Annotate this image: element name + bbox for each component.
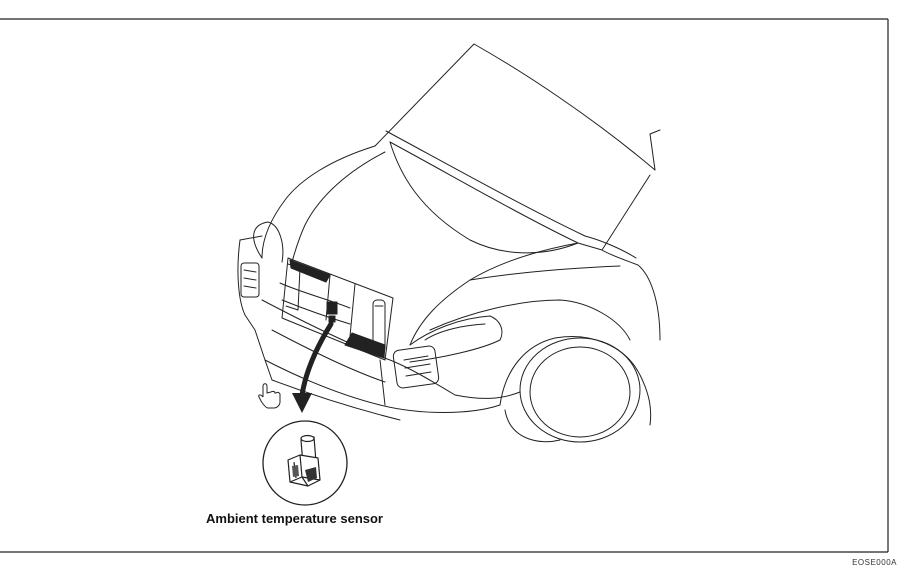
sensor-detail	[262, 420, 348, 506]
callout-arrow	[292, 321, 334, 413]
hand-pointer-icon	[258, 383, 281, 409]
arrow-down-icon	[292, 393, 312, 413]
figure-code: EOSE000A	[852, 558, 897, 567]
figure-caption: Ambient temperature sensor	[206, 511, 383, 526]
figure-border	[0, 18, 889, 553]
ambient-temperature-sensor-part	[287, 434, 321, 487]
vehicle-illustration	[237, 43, 661, 443]
